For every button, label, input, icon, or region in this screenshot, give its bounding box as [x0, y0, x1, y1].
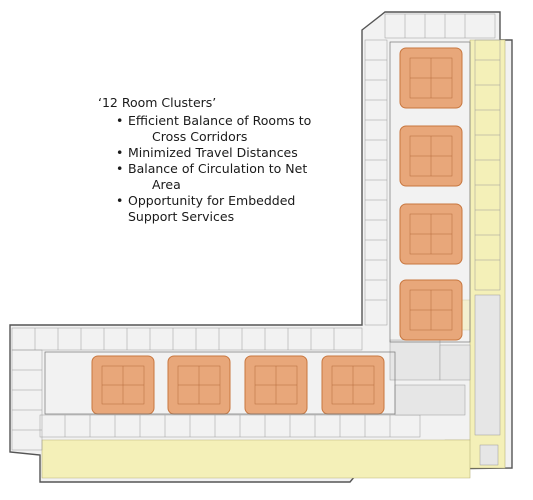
callout-text-block: ‘12 Room Clusters’ Efficient Balance of … [96, 95, 311, 225]
callout-bullet-list: Efficient Balance of Rooms to Cross Corr… [96, 113, 311, 225]
callout-title: ‘12 Room Clusters’ [98, 95, 217, 110]
bullet-text-continued: Cross Corridors [152, 129, 248, 144]
bullet-text-continued: Support Services [128, 209, 235, 224]
bullet-item: Opportunity for Embedded Support Service… [116, 193, 311, 225]
bullet-text: Minimized Travel Distances [128, 145, 298, 160]
room-cluster-details [101, 57, 453, 405]
bullet-text: Opportunity for Embedded [128, 193, 296, 208]
bullet-text: Balance of Circulation to Net [128, 161, 308, 176]
support-rooms [389, 294, 501, 466]
bullet-item: Minimized Travel Distances [116, 145, 311, 161]
bullet-item: Balance of Circulation to Net Area [116, 161, 311, 193]
bullet-item: Efficient Balance of Rooms to Cross Corr… [116, 113, 312, 145]
bullet-text: Efficient Balance of Rooms to [128, 113, 312, 128]
bullet-text-continued: Area [152, 177, 181, 192]
patient-rooms-vertical-wing [364, 13, 501, 326]
patient-rooms-horizontal-wing [11, 327, 421, 451]
corridor-walls [44, 41, 471, 415]
